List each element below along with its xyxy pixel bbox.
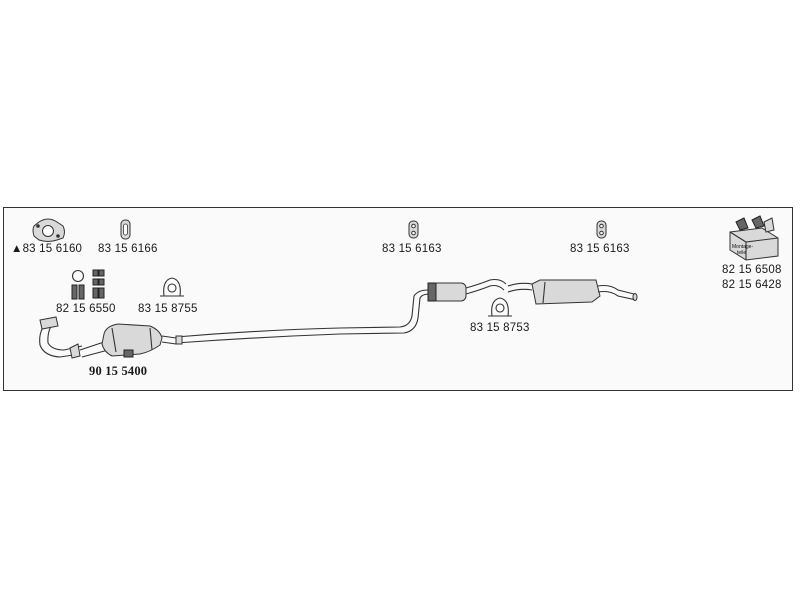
part-label-mounting-kit-2: 82 15 6428 — [722, 279, 782, 291]
hanger-center-icon — [408, 220, 419, 239]
bolts-icon — [71, 269, 105, 300]
center-muffler — [427, 278, 507, 302]
mounting-kit-icon: Montage- teile — [729, 215, 779, 261]
rear-muffler — [507, 279, 638, 305]
middle-pipe — [175, 289, 431, 345]
rear-clamp-icon — [488, 297, 512, 317]
front-clamp-icon — [160, 277, 184, 297]
o-ring-icon — [71, 269, 85, 283]
hanger-rear-icon — [596, 220, 607, 239]
part-label-mounting-kit-1: 82 15 6508 — [722, 264, 782, 276]
mounting-kit-box-text-2: teile — [737, 250, 746, 256]
part-label-rear-clamp: 83 15 8753 — [470, 322, 530, 334]
part-label-hanger-center: 83 15 6163 — [382, 243, 442, 255]
flange-gasket-icon — [32, 218, 65, 242]
mounting-kit-box-text-1: Montage- — [732, 244, 753, 250]
downpipe-with-catalyst — [39, 316, 177, 359]
part-label-seal-ring: 83 15 6166 — [98, 243, 158, 255]
part-label-catalytic-converter: 90 15 5400 — [89, 364, 148, 378]
seal-ring-icon — [120, 219, 131, 240]
part-label-hanger-rear: 83 15 6163 — [570, 243, 630, 255]
part-label-bolts: 82 15 6550 — [56, 303, 116, 315]
part-label-flange-gasket: ▲83 15 6160 — [11, 243, 83, 255]
exhaust-diagram-panel — [3, 207, 793, 391]
part-label-front-clamp: 83 15 8755 — [138, 303, 198, 315]
